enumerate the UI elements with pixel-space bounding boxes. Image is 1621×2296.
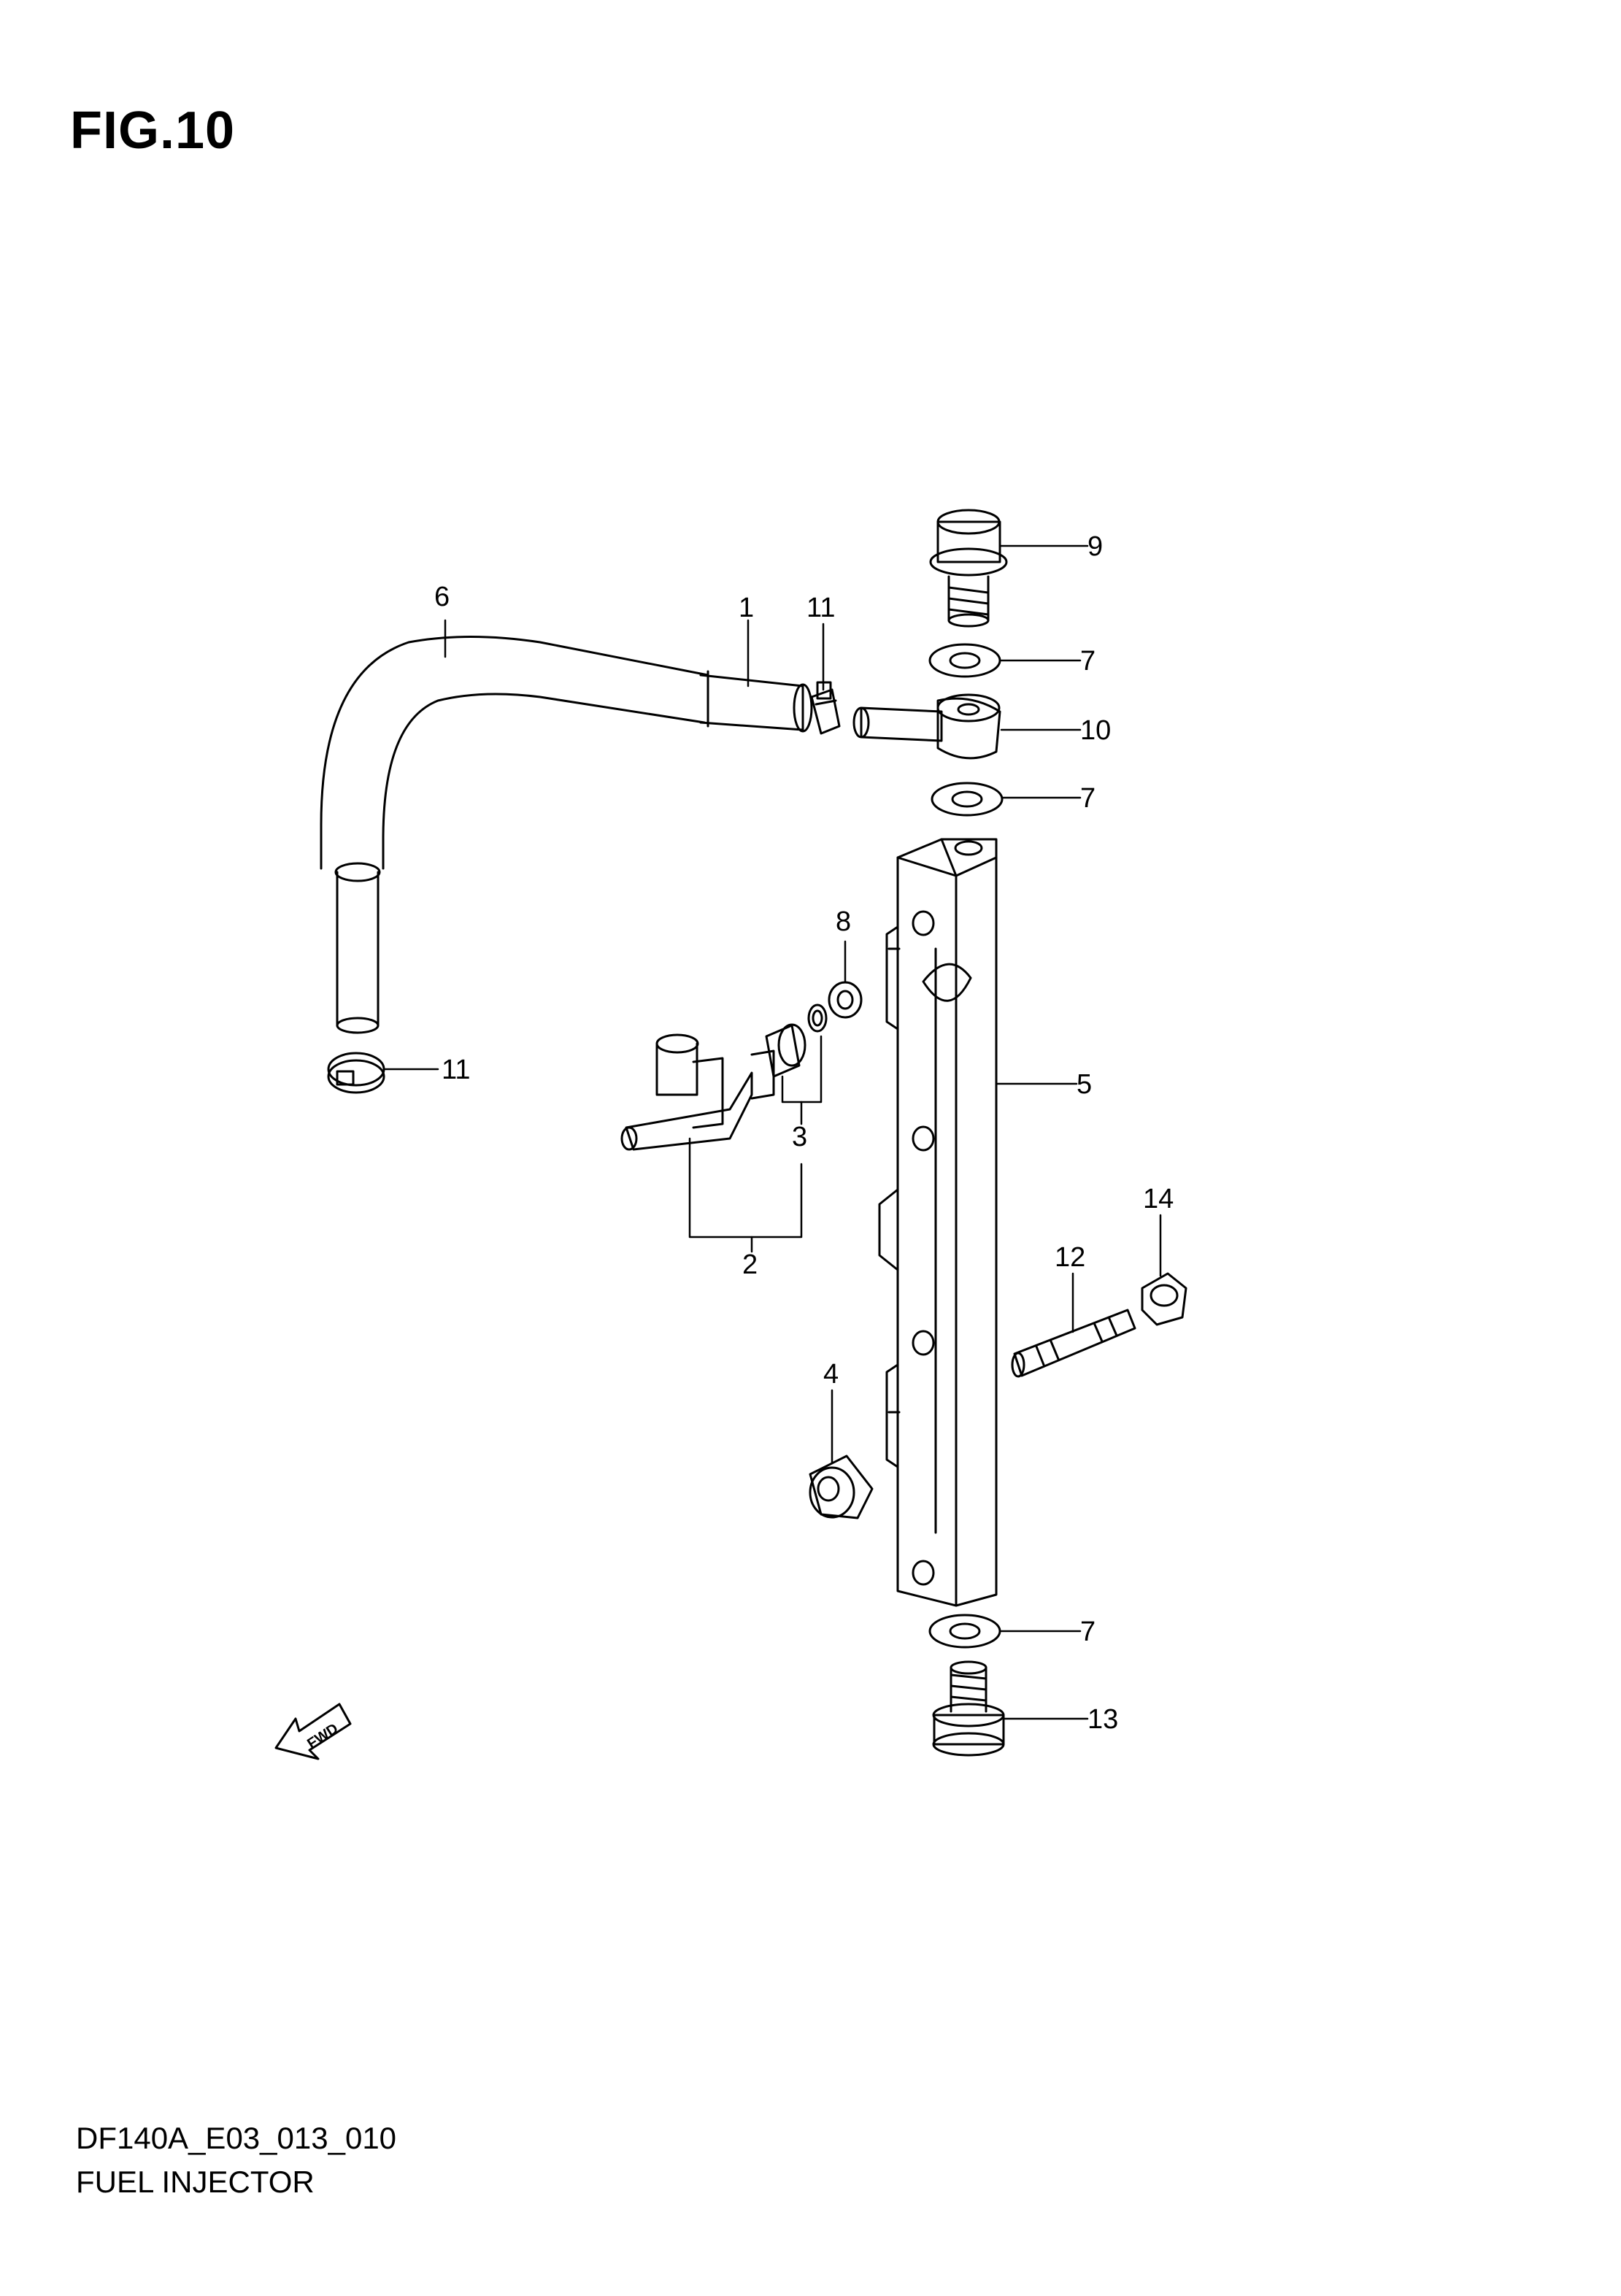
- diagram-code: DF140A_E03_013_010: [76, 2121, 397, 2155]
- fwd-arrow-icon: [274, 1703, 352, 1760]
- callout-13: 13: [1087, 1704, 1118, 1735]
- grommet-part: [828, 981, 863, 1019]
- washer-c: [928, 1614, 1001, 1649]
- union-fitting-part: [852, 693, 1001, 760]
- o-ring-seal-part: [765, 1003, 828, 1078]
- insulator-part: [809, 1455, 874, 1519]
- washer-a: [928, 643, 1001, 678]
- callout-4: 4: [823, 1359, 839, 1390]
- callout-12: 12: [1055, 1242, 1085, 1273]
- hose-clamp-top: [810, 681, 841, 735]
- banjo-bolt-top: [929, 509, 1008, 628]
- callout-7-upper: 7: [1080, 646, 1096, 677]
- callout-8: 8: [836, 906, 851, 937]
- callout-1: 1: [739, 593, 754, 623]
- figure-title: FIG.10: [70, 101, 236, 160]
- stud-part: [1011, 1309, 1136, 1378]
- callout-6: 6: [434, 582, 450, 612]
- fuel-hose-part: [320, 636, 709, 1034]
- callout-11-top: 11: [806, 593, 835, 623]
- hose-fitting-part: [699, 670, 813, 733]
- fuel-rail-part: [878, 838, 998, 1607]
- nut-part: [1141, 1272, 1187, 1326]
- callout-3: 3: [792, 1122, 807, 1152]
- hose-clamp-bottom: [327, 1052, 385, 1094]
- callout-10: 10: [1080, 715, 1111, 746]
- callout-14: 14: [1143, 1184, 1174, 1214]
- callout-7-middle: 7: [1080, 783, 1096, 814]
- washer-b: [931, 782, 1004, 817]
- callout-2: 2: [742, 1249, 758, 1280]
- callout-9: 9: [1087, 531, 1103, 562]
- diagram-name: FUEL INJECTOR: [76, 2165, 315, 2199]
- leader-lines: [384, 544, 1162, 1720]
- injector-part: [620, 1033, 775, 1151]
- callout-7-lower: 7: [1080, 1617, 1096, 1647]
- bolt-bottom: [932, 1660, 1005, 1757]
- callout-11-bottom: 11: [442, 1055, 470, 1085]
- callout-5: 5: [1077, 1069, 1092, 1100]
